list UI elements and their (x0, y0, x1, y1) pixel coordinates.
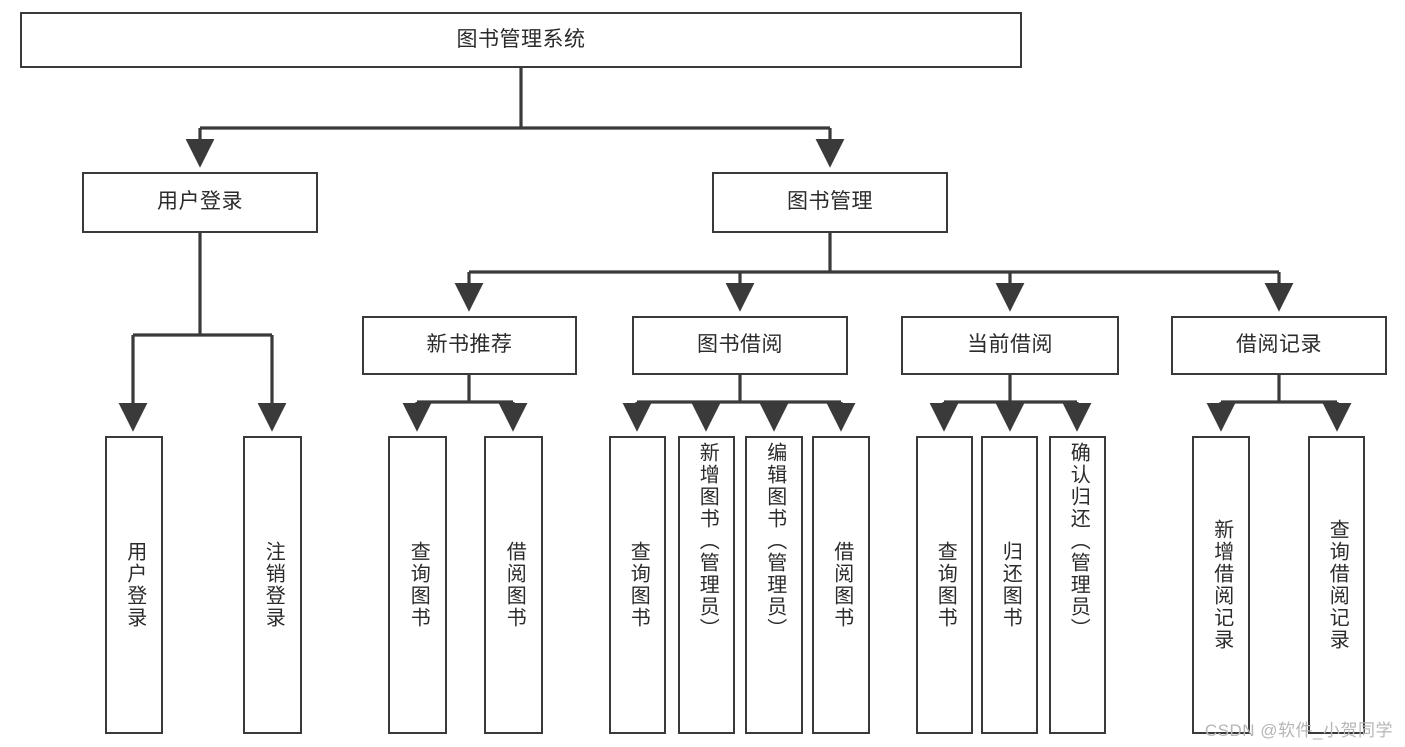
node-label: 新增借阅记录 (1210, 519, 1233, 651)
leaf-query-borrow-record[interactable]: 查询借阅记录 (1308, 436, 1365, 734)
node-label: 查询图书 (627, 541, 650, 629)
leaf-query-book-borrow[interactable]: 查询图书 (609, 436, 666, 734)
leaf-add-borrow-record[interactable]: 新增借阅记录 (1192, 436, 1250, 734)
leaf-add-book[interactable]: 新增图书（管理员） (678, 436, 735, 734)
node-label: 借阅记录 (1236, 333, 1322, 357)
leaf-borrow-book-recommend[interactable]: 借阅图书 (484, 436, 543, 734)
node-label: 查询图书 (934, 541, 957, 629)
node-label: 借阅图书 (830, 541, 853, 629)
node-label: 图书管理系统 (456, 27, 586, 51)
node-label: 用户登录 (123, 541, 146, 629)
node-label: 图书借阅 (697, 333, 783, 357)
node-user-login[interactable]: 用户登录 (82, 172, 318, 233)
node-label: 新增图书（管理员） (696, 442, 719, 640)
node-label: 借阅图书 (503, 541, 526, 629)
leaf-edit-book[interactable]: 编辑图书（管理员） (745, 436, 803, 734)
node-label: 查询图书 (407, 541, 430, 629)
node-root-book-management-system[interactable]: 图书管理系统 (20, 12, 1022, 68)
node-label: 归还图书 (999, 541, 1022, 629)
node-label: 当前借阅 (967, 333, 1053, 357)
node-borrow-record[interactable]: 借阅记录 (1171, 316, 1387, 375)
leaf-query-book-current[interactable]: 查询图书 (916, 436, 973, 734)
node-current-borrow[interactable]: 当前借阅 (901, 316, 1119, 375)
node-book-borrow[interactable]: 图书借阅 (632, 316, 848, 375)
node-label: 用户登录 (157, 190, 243, 214)
leaf-return-book[interactable]: 归还图书 (981, 436, 1038, 734)
node-book-management[interactable]: 图书管理 (712, 172, 948, 233)
node-label: 编辑图书（管理员） (763, 442, 786, 640)
node-label: 新书推荐 (426, 333, 513, 357)
watermark-text: CSDN @软件_小贺同学 (1204, 721, 1393, 740)
node-label: 确认归还（管理员） (1067, 442, 1090, 640)
node-new-book-recommend[interactable]: 新书推荐 (362, 316, 577, 375)
leaf-user-login[interactable]: 用户登录 (105, 436, 163, 734)
leaf-logout-login[interactable]: 注销登录 (243, 436, 302, 734)
node-label: 图书管理 (787, 190, 873, 214)
leaf-query-book-recommend[interactable]: 查询图书 (388, 436, 447, 734)
leaf-borrow-book[interactable]: 借阅图书 (812, 436, 870, 734)
node-label: 注销登录 (262, 541, 285, 629)
leaf-confirm-return[interactable]: 确认归还（管理员） (1049, 436, 1106, 734)
node-label: 查询借阅记录 (1326, 519, 1349, 651)
